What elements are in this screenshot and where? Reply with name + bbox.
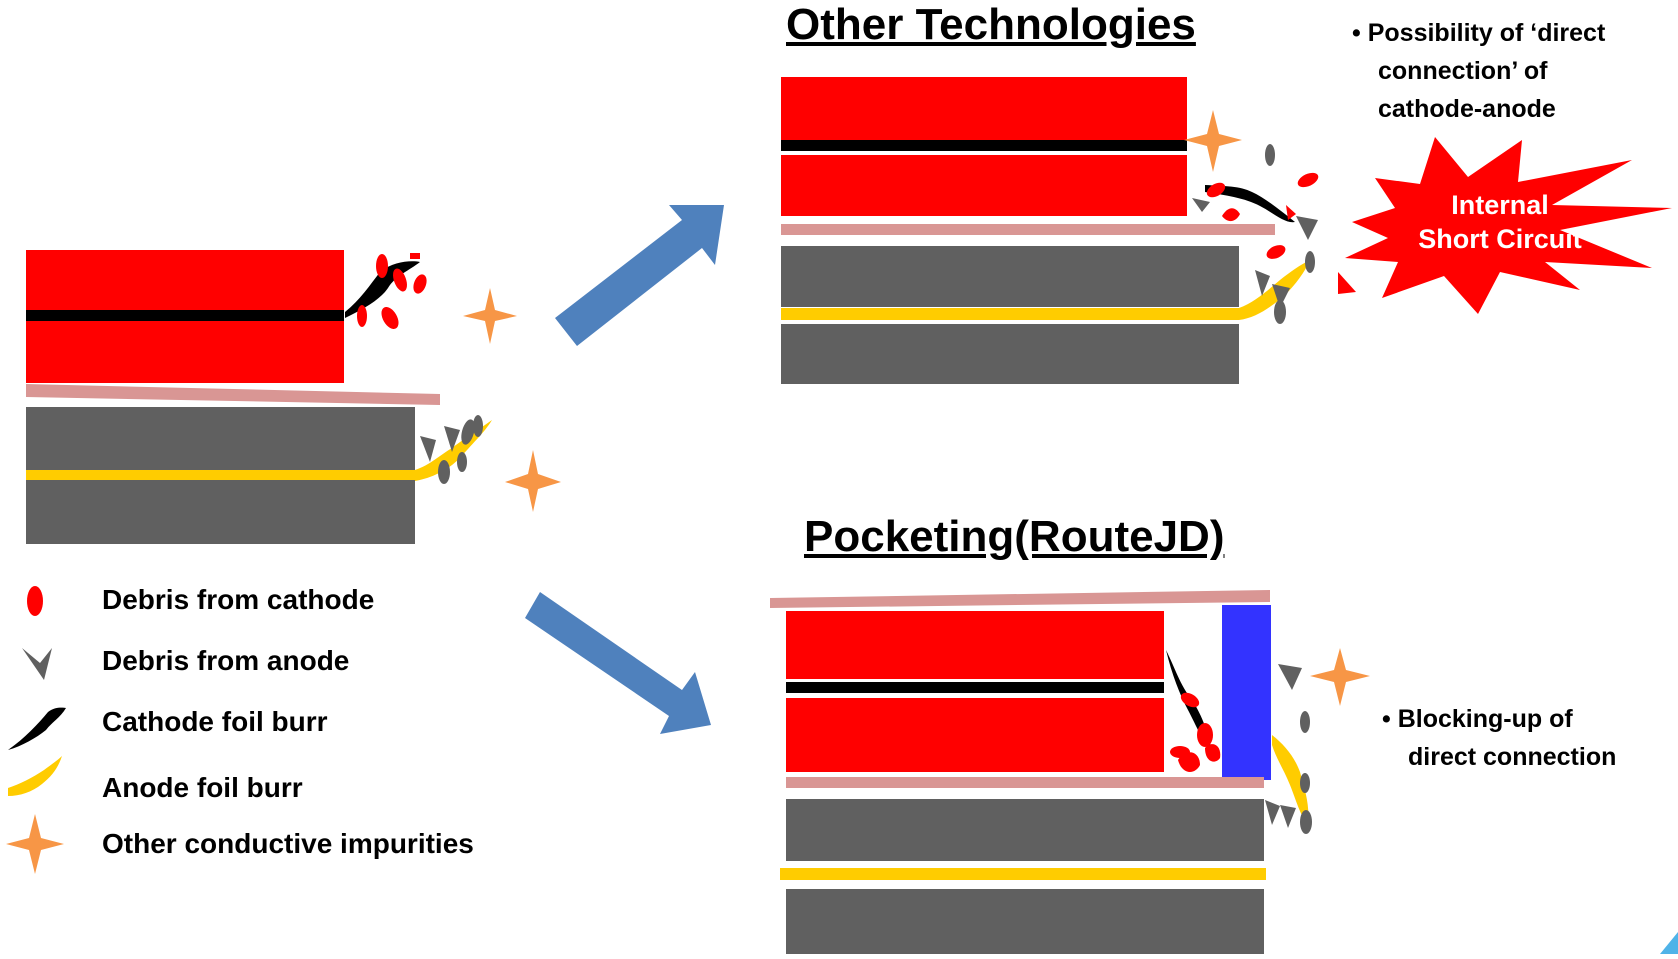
- cathode-foil: [786, 682, 1164, 693]
- pocket-blocker: [1222, 605, 1271, 780]
- cathode-debris: [381, 307, 399, 329]
- other-technologies-cell: [781, 77, 1672, 384]
- anode-foil: [780, 868, 1266, 880]
- anode-foil: [26, 470, 415, 480]
- anode-debris: [1296, 216, 1318, 240]
- anode-layer: [786, 799, 1264, 861]
- anode-burr-icon: [8, 756, 62, 796]
- anode-debris: [1300, 810, 1312, 834]
- process-arrows: [525, 205, 724, 734]
- anode-debris: [1280, 805, 1296, 828]
- cathode-debris: [393, 268, 407, 292]
- legend-label-impurities: Other conductive impurities: [102, 828, 474, 859]
- pocketing-cell: [770, 590, 1370, 954]
- anode-debris: [473, 415, 483, 437]
- cathode-foil: [781, 140, 1187, 151]
- anode-debris: [438, 460, 450, 484]
- cathode-burr: [345, 261, 420, 318]
- anode-debris: [1265, 144, 1275, 166]
- legend-icons: [6, 586, 66, 874]
- short-circuit-label: Internal Short Circuit: [1390, 188, 1610, 256]
- anode-layer: [781, 324, 1239, 384]
- cathode-debris: [1222, 208, 1240, 222]
- other-technologies-title: Other Technologies: [786, 0, 1196, 49]
- legend-label-anode-burr: Anode foil burr: [102, 772, 303, 803]
- cathode-burr-icon: [8, 707, 66, 750]
- anode-debris: [461, 419, 475, 445]
- cathode-debris: [413, 274, 427, 294]
- cathode-layer: [786, 698, 1164, 772]
- blocking-note: • Blocking-up of direct connection: [1382, 700, 1616, 776]
- note-bullet: •: [1382, 705, 1391, 733]
- anode-debris: [1305, 251, 1315, 273]
- corner-accent-shape: [1660, 932, 1678, 954]
- note-line: Possibility of ‘direct: [1367, 19, 1606, 47]
- cathode-debris: [410, 253, 420, 259]
- impurity-star: [463, 288, 517, 344]
- short-circuit-line: Short Circuit: [1418, 224, 1582, 254]
- cathode-debris-icon: [27, 586, 43, 616]
- anode-debris: [444, 426, 460, 452]
- pocketing-title: Pocketing(RouteJD): [804, 512, 1225, 561]
- direct-connection-note: • Possibility of ‘direct connection’ of …: [1352, 14, 1605, 128]
- anode-debris: [1192, 198, 1210, 212]
- impurity-star-icon: [6, 814, 64, 874]
- anode-debris: [420, 436, 436, 462]
- anode-foil: [781, 308, 1239, 320]
- cathode-debris: [1205, 744, 1221, 762]
- impurity-star: [1184, 110, 1242, 172]
- cathode-layer: [781, 155, 1187, 216]
- anode-debris: [1300, 711, 1310, 733]
- cathode-layer: [781, 77, 1187, 140]
- separator: [786, 777, 1264, 788]
- note-line: cathode-anode: [1378, 95, 1556, 123]
- legend-label-cathode-debris: Debris from cathode: [102, 584, 375, 615]
- cathode-debris: [1180, 692, 1200, 708]
- legend-label-anode-debris: Debris from anode: [102, 645, 350, 676]
- note-line: Blocking-up of: [1397, 705, 1573, 733]
- note-line: direct connection: [1408, 743, 1617, 771]
- legend-label-cathode-burr: Cathode foil burr: [102, 706, 328, 737]
- cathode-debris: [1197, 723, 1213, 747]
- anode-debris-icon: [22, 648, 52, 680]
- arrow-to-other-technologies: [555, 205, 724, 346]
- cathode-layer: [786, 611, 1164, 679]
- anode-debris: [1255, 270, 1270, 296]
- cathode-foil: [26, 310, 344, 321]
- cathode-debris: [1266, 245, 1286, 259]
- anode-layer: [786, 889, 1264, 954]
- anode-layer: [781, 246, 1239, 307]
- short-circuit-burst: [1345, 137, 1672, 314]
- cathode-burr: [1205, 185, 1295, 223]
- cathode-debris: [1338, 272, 1356, 294]
- anode-debris: [1274, 300, 1286, 324]
- initial-cell: [26, 250, 561, 544]
- impurity-star: [505, 450, 561, 512]
- anode-debris: [1300, 773, 1310, 793]
- cathode-debris: [357, 305, 367, 327]
- anode-debris: [457, 452, 467, 472]
- anode-debris: [1278, 664, 1302, 690]
- anode-debris: [1265, 800, 1280, 825]
- note-line: connection’ of: [1378, 57, 1548, 85]
- cathode-debris: [1286, 205, 1296, 220]
- impurity-star: [1310, 648, 1370, 706]
- anode-burr: [1272, 735, 1309, 825]
- separator: [26, 384, 440, 405]
- note-bullet: •: [1352, 19, 1361, 47]
- cathode-debris: [376, 254, 388, 278]
- arrow-to-pocketing: [525, 592, 711, 734]
- separator: [781, 224, 1275, 235]
- short-circuit-line: Internal: [1451, 190, 1549, 220]
- anode-debris: [1272, 284, 1290, 308]
- cathode-debris: [1297, 172, 1319, 188]
- cathode-debris: [1178, 752, 1200, 772]
- cathode-debris: [1206, 182, 1226, 198]
- separator: [770, 590, 1270, 608]
